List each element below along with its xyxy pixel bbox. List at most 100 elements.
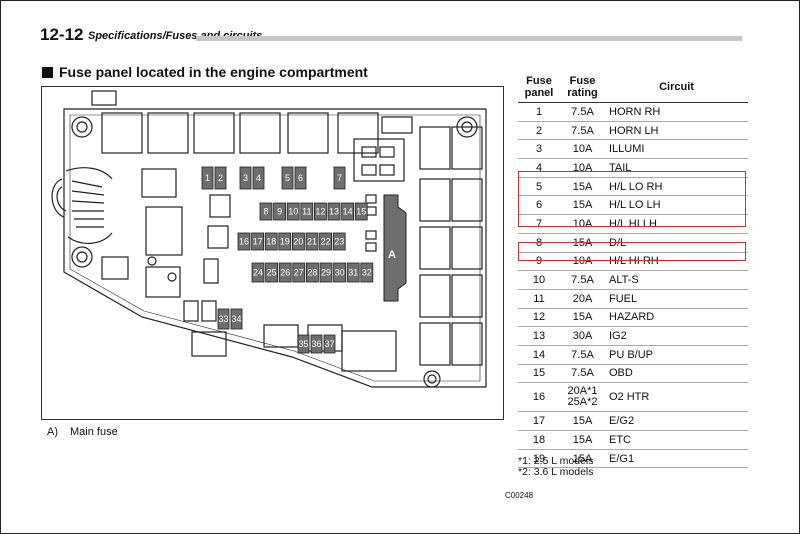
fuse-panel-cell: 7 <box>518 214 560 234</box>
fuse-slot <box>305 232 319 251</box>
fuse-rating-cell: 20A <box>560 289 605 309</box>
legend-key: A) <box>47 426 58 438</box>
fuse-number-label: 16 <box>239 237 249 247</box>
fuse-slot <box>230 308 243 330</box>
circuit-cell: ALT-S <box>605 270 748 290</box>
fuse-panel-cell: 9 <box>518 252 560 272</box>
fuse-slot <box>319 232 333 251</box>
fuse-number-label: 19 <box>280 237 290 247</box>
circuit-cell: ILLUMI <box>605 139 748 160</box>
circuit-cell: HAZARD <box>605 308 748 328</box>
fuse-rating-cell: 7.5A <box>560 102 605 122</box>
fuse-number-label: 20 <box>293 237 303 247</box>
fuse-panel-cell: 12 <box>518 308 560 328</box>
circuit-cell: PU B/UP <box>605 345 748 365</box>
fuse-slot <box>273 202 287 221</box>
fuse-panel-cell: 10 <box>518 270 560 290</box>
main-fuse-body <box>383 194 407 302</box>
fuse-number-label: 23 <box>334 237 344 247</box>
fuse-rating-cell: 10A <box>560 158 605 178</box>
fuse-rating-cell: 7.5A <box>560 121 605 141</box>
fuse-number-label: 5 <box>285 173 290 183</box>
fuse-slot <box>252 166 265 190</box>
fuse-number-label: 24 <box>253 268 263 278</box>
fuse-slot <box>327 202 341 221</box>
fuse-number-label: 4 <box>256 173 261 183</box>
fuse-number-label: 22 <box>321 237 331 247</box>
fuse-panel-cell: 1 <box>518 102 560 122</box>
fuse-number-label: 25 <box>267 268 277 278</box>
fuse-panel-cell: 4 <box>518 158 560 178</box>
fuse-number-label: 17 <box>253 237 263 247</box>
circuit-cell: IG2 <box>605 326 748 346</box>
fuse-slot <box>251 262 265 283</box>
fuse-number-label: 34 <box>231 314 241 324</box>
fuse-number-label: 32 <box>362 268 372 278</box>
fuse-rating-cell: 7.5A <box>560 345 605 365</box>
circuit-cell: ETC <box>605 430 748 450</box>
fuse-slot <box>286 202 300 221</box>
highlight-rows-5-7 <box>518 171 746 227</box>
fuse-number-label: 29 <box>321 268 331 278</box>
circuit-cell: H/L HI RH <box>605 252 748 272</box>
col-header-circuit: Circuit <box>605 72 748 103</box>
diagram-code: C00248 <box>505 491 534 500</box>
fuse-slot <box>264 232 278 251</box>
fuse-rating-cell: 10A <box>560 139 605 160</box>
fuse-rating-cell: 7.5A <box>560 270 605 290</box>
col-header-panel: Fuse panel <box>518 72 560 103</box>
fuse-number-label: 27 <box>294 268 304 278</box>
circuit-cell: HORN RH <box>605 102 748 122</box>
circuit-cell: E/G2 <box>605 411 748 431</box>
fuse-slot <box>297 334 310 354</box>
fuse-slot <box>291 232 305 251</box>
fuse-number-label: 21 <box>307 237 317 247</box>
fuse-panel-cell: 6 <box>518 195 560 216</box>
header-rule <box>196 36 742 41</box>
fuse-number-label: 26 <box>280 268 290 278</box>
fuse-number-label: 11 <box>302 207 311 217</box>
highlight-row-9 <box>518 242 746 261</box>
circuit-cell: TAIL <box>605 158 748 178</box>
fuse-slot <box>300 202 314 221</box>
main-fuse-label: A <box>388 249 396 261</box>
fuse-number-label: 36 <box>311 339 321 349</box>
fuse-panel-cell: 19 <box>518 449 560 469</box>
circuit-cell: OBD <box>605 364 748 384</box>
page-number: 12-12 <box>40 25 84 44</box>
fuse-slot <box>265 262 279 283</box>
fuse-slot <box>333 166 346 190</box>
fuse-number-label: 7 <box>337 173 342 183</box>
fuse-number-label: 6 <box>298 173 303 183</box>
legend-text: Main fuse <box>70 426 118 438</box>
fuse-slot <box>237 232 251 251</box>
fuse-slot <box>332 232 346 251</box>
fuse-slot <box>346 262 360 283</box>
fuse-number-label: 8 <box>263 207 268 217</box>
fuse-slot <box>360 262 374 283</box>
legend-main-fuse: A) Main fuse <box>47 426 118 438</box>
fuse-slot <box>333 262 347 283</box>
footnote-2: *2: 3.6 L models <box>518 466 594 478</box>
fuse-number-label: 12 <box>315 207 325 217</box>
fuse-number-label: 18 <box>266 237 276 247</box>
fuse-slot <box>310 334 323 354</box>
fuse-panel-cell: 15 <box>518 364 560 384</box>
fuse-rating-cell: 15A <box>560 195 605 216</box>
